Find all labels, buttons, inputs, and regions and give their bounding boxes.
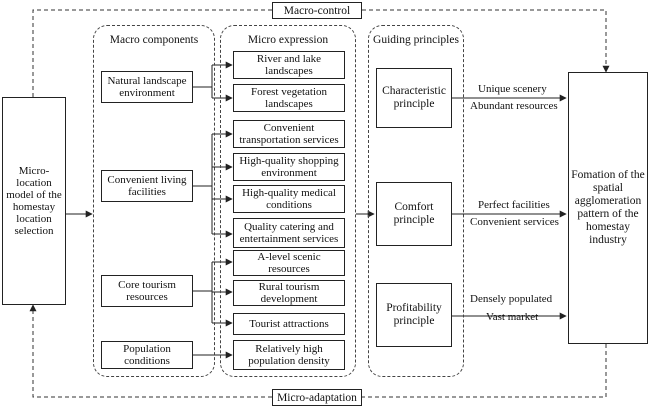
micro-adaptation-label: Micro-adaptation bbox=[272, 389, 362, 406]
micro-item-catering: Quality catering and entertainment servi… bbox=[233, 218, 345, 248]
micro-expression-group bbox=[220, 25, 356, 377]
micro-item-population-density: Relatively high population density bbox=[233, 340, 345, 370]
micro-item-forest: Forest vegetation landscapes bbox=[233, 84, 345, 112]
macro-item-living-facilities: Convenient living facilities bbox=[101, 170, 193, 202]
micro-item-rural-tourism: Rural tourism development bbox=[233, 280, 345, 306]
outcome-vast-market: Vast market bbox=[486, 311, 539, 323]
macro-item-natural-landscape: Natural landscape environment bbox=[101, 71, 193, 103]
homestay-location-model-box: Micro-location model of the homestay loc… bbox=[2, 97, 66, 305]
outcome-abundant-resources: Abundant resources bbox=[470, 100, 558, 112]
macro-components-group bbox=[93, 25, 215, 377]
macro-control-label: Macro-control bbox=[272, 2, 362, 19]
micro-item-medical: High-quality medical conditions bbox=[233, 185, 345, 213]
outcome-convenient-services: Convenient services bbox=[470, 216, 559, 228]
micro-adaptation-loop bbox=[29, 304, 607, 398]
micro-item-shopping: High-quality shopping environment bbox=[233, 153, 345, 181]
principle-profitability: Profitability principle bbox=[376, 283, 452, 347]
macro-item-core-tourism: Core tourism resources bbox=[101, 275, 193, 307]
guiding-principles-group bbox=[368, 25, 464, 377]
micro-item-attractions: Tourist attractions bbox=[233, 313, 345, 335]
micro-item-river-lake: River and lake landscapes bbox=[233, 51, 345, 79]
outcome-perfect-facilities: Perfect facilities bbox=[478, 199, 550, 211]
macro-control-loop bbox=[32, 9, 610, 97]
micro-item-transportation: Convenient transportation services bbox=[233, 120, 345, 148]
principle-characteristic: Characteristic principle bbox=[376, 68, 452, 128]
agglomeration-pattern-box: Fomation of the spatial agglomeration pa… bbox=[568, 72, 648, 344]
outcome-densely-populated: Densely populated bbox=[470, 293, 553, 305]
micro-item-scenic: A-level scenic resources bbox=[233, 250, 345, 276]
flow-arrows bbox=[66, 94, 567, 320]
macro-micro-connectors bbox=[193, 61, 233, 359]
outcome-unique-scenery: Unique scenery bbox=[478, 83, 547, 95]
micro-expression-title: Micro expression bbox=[247, 34, 329, 46]
macro-item-population: Population conditions bbox=[101, 341, 193, 369]
principle-comfort: Comfort principle bbox=[376, 182, 452, 246]
macro-components-title: Macro components bbox=[109, 34, 199, 46]
guiding-principles-title: Guiding principles bbox=[373, 34, 459, 46]
